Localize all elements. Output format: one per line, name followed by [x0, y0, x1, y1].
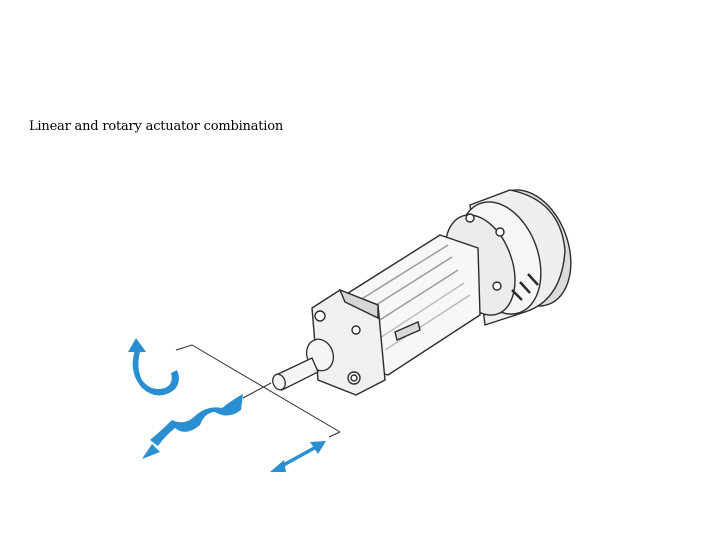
rotation-arrow-icon: [128, 338, 179, 396]
motion-axis-lines: [175, 344, 341, 438]
linear-motion-arrow-icon: [270, 441, 326, 472]
piston-rod-icon: [272, 338, 335, 391]
slide-caption: Linear and rotary actuator combination: [29, 119, 284, 134]
twist-arrow-icon: [142, 394, 243, 459]
front-end-cap-icon: [311, 288, 386, 396]
